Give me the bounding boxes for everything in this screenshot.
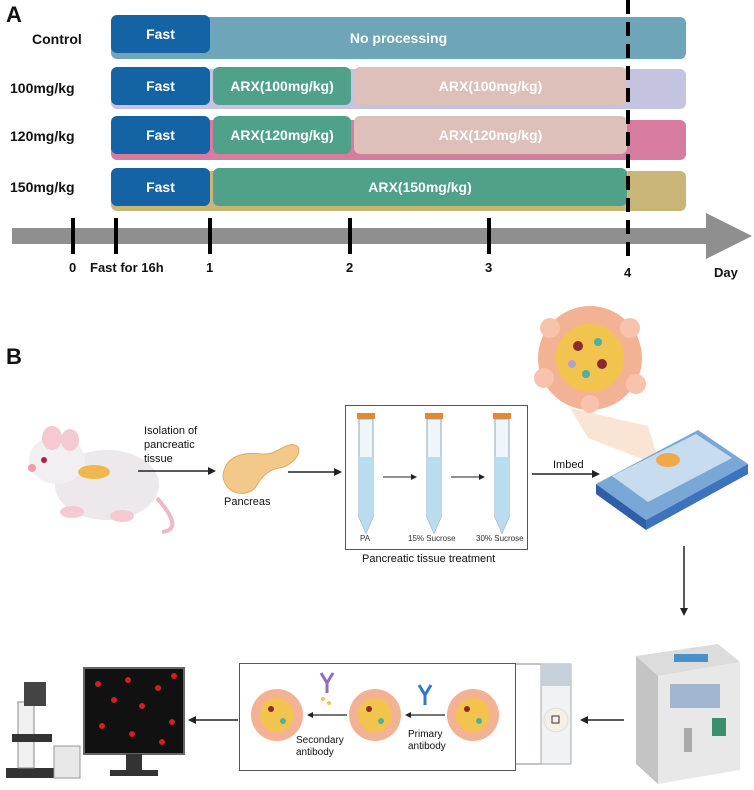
row-label-100: 100mg/kg — [10, 80, 75, 96]
tube-label-15-sucrose: 15% Sucrose — [408, 534, 456, 543]
arrow-to-imbed — [532, 470, 600, 478]
row-100-arx-day1-bar: ARX(100mg/kg) — [213, 67, 351, 105]
tick-label-1: 1 — [206, 260, 214, 275]
row-120-arx-day2-bar: ARX(120mg/kg) — [354, 116, 627, 154]
isolation-label-line-3: tissue — [144, 453, 173, 465]
centrifuge-tubes — [357, 413, 511, 535]
panel-a-letter: A — [6, 2, 22, 27]
tick-label-3: 3 — [485, 260, 493, 275]
isolation-label: Isolation of pancreatic tissue — [144, 424, 197, 466]
row-label-150: 150mg/kg — [10, 179, 75, 195]
slide-illustration — [515, 663, 572, 765]
row-100-fast-bar: Fast — [111, 67, 210, 105]
imbed-label: Imbed — [553, 459, 584, 471]
axis-unit-day: Day — [714, 265, 738, 280]
tube-label-30-sucrose: 30% Sucrose — [476, 534, 524, 543]
timeline-axis — [12, 0, 752, 262]
tissue-treatment-caption: Pancreatic tissue treatment — [362, 553, 496, 565]
tick-label-2: 2 — [346, 260, 354, 275]
primary-antibody-label: Primary antibody — [408, 729, 446, 753]
row-150-arx-bar: ARX(150mg/kg) — [213, 168, 627, 206]
microscope-and-monitor — [6, 667, 185, 779]
tick-label-0: 0 — [69, 260, 77, 275]
arrow-to-microscope — [188, 716, 238, 724]
secondary-label-line-1: Secondary — [296, 735, 344, 746]
arrow-to-cryostat — [680, 546, 688, 616]
staining-steps — [251, 672, 499, 741]
secondary-antibody-label: Secondary antibody — [296, 735, 344, 759]
primary-label-line-1: Primary — [408, 729, 443, 740]
tick-label-4: 4 — [624, 265, 632, 280]
row-120-fast-bar: Fast — [111, 116, 210, 154]
rat-illustration — [28, 426, 175, 534]
isolation-label-line-1: Isolation of — [144, 425, 198, 437]
row-label-120: 120mg/kg — [10, 128, 75, 144]
row-150-fast-bar: Fast — [111, 168, 210, 206]
panel-b-letter: B — [6, 344, 22, 369]
control-fast-bar: Fast — [111, 15, 210, 53]
arrow-to-tubes — [288, 468, 342, 476]
secondary-label-line-2: antibody — [296, 747, 334, 758]
tube-label-pa: PA — [360, 534, 371, 543]
isolation-label-line-2: pancreatic — [144, 439, 195, 451]
arrow-to-pancreas — [138, 467, 216, 475]
row-100-arx-day2-bar: ARX(100mg/kg) — [354, 67, 627, 105]
staining-box — [239, 663, 516, 771]
tick-label-fast: Fast for 16h — [90, 260, 164, 275]
pancreas-label: Pancreas — [224, 496, 271, 508]
arrow-to-slide — [580, 716, 624, 724]
row-120-arx-day1-bar: ARX(120mg/kg) — [213, 116, 351, 154]
primary-label-line-2: antibody — [408, 741, 446, 752]
cryostat-machine — [636, 644, 740, 784]
row-label-control: Control — [32, 31, 82, 47]
pancreas-illustration — [222, 444, 300, 494]
tubes-box — [345, 405, 528, 550]
embedding-platform-with-islet — [534, 306, 748, 530]
